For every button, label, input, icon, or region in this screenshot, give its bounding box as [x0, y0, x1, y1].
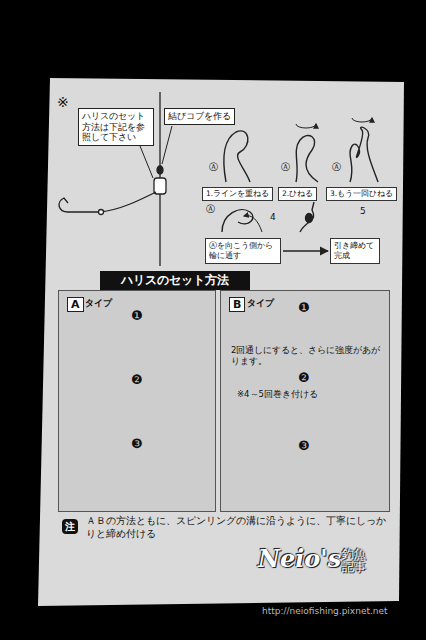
rig-illustration: [59, 92, 166, 266]
box-text: A: [67, 297, 84, 312]
rig-illustration: [100, 192, 156, 212]
knot-steps: [306, 214, 313, 223]
box-text: B: [229, 297, 245, 312]
step-box: 引き締めて完成: [330, 238, 380, 264]
watermark: 釣魚記事: [342, 548, 368, 574]
note-text: ＡＢの方法ともに、スピンリングの溝に沿うように、丁寧にしっかりと締め付ける: [86, 515, 386, 541]
step-box: Ⓐを向こう側から輪に通す: [205, 238, 281, 264]
box-text: 2.ひねる: [282, 189, 313, 199]
box-text: タイプ: [247, 296, 274, 311]
box-text: 引き締めて完成: [334, 241, 376, 261]
callout-number: ❷: [298, 370, 310, 386]
leader-line: [140, 146, 153, 178]
box-text: 1.ラインを重ねる: [206, 189, 269, 199]
knot-steps: [350, 127, 378, 182]
box-text: 3.もう一回ひねる: [330, 189, 393, 199]
rig-illustration: [154, 178, 166, 194]
callout-number: ❸: [131, 436, 143, 452]
callout-letter: Ⓐ: [206, 204, 215, 215]
step-box: 2.ひねる: [278, 187, 317, 201]
box-text: 注: [65, 520, 75, 533]
callout-letter: Ⓐ: [281, 162, 290, 173]
watermark-url: http://neiofishing.pixnet.net: [262, 606, 388, 617]
box-text: 2回通しにすると、さらに強度があがります。: [231, 345, 381, 367]
watermark: Neio's: [258, 545, 341, 574]
rig-illustration: [159, 194, 160, 266]
rig-illustration: [99, 210, 104, 215]
knot-steps: [300, 202, 314, 232]
knot-steps: [244, 216, 262, 232]
type-panel: Aタイプ: [58, 290, 216, 512]
note-mark: 注: [62, 519, 78, 534]
step-number: 5: [360, 206, 366, 217]
step-arrow: [283, 250, 328, 251]
knot-steps: [352, 118, 372, 122]
callout-number: ❶: [131, 308, 143, 324]
leader-line: [162, 126, 172, 164]
knot-steps: [296, 124, 316, 128]
callout-letter: Ⓐ: [209, 162, 218, 173]
knot-steps: [222, 210, 253, 232]
callout-box: 結びコブを作る: [164, 108, 235, 125]
step-box: 3.もう一回ひねる: [326, 187, 397, 201]
callout-box: ハリスのセット方法は下記を参照して下さい: [78, 108, 154, 146]
box-text: ハリスのセット方法は下記を参照して下さい: [82, 111, 150, 143]
callout-number: ❶: [298, 300, 310, 316]
callout-number: ❸: [298, 438, 310, 454]
type-panel: Bタイプ 2回通しにすると、さらに強度があがります。 ※4～5回巻き付ける: [220, 290, 390, 512]
step-number: 4: [270, 212, 276, 223]
note-mark: ※: [57, 94, 69, 111]
rig-illustration: [157, 166, 163, 174]
callout-letter: Ⓐ: [332, 162, 341, 173]
rig-illustration: [159, 92, 160, 178]
knot-steps: [222, 118, 378, 232]
paper-sheet: [38, 78, 404, 606]
knot-steps: [296, 135, 318, 182]
box-text: ※4～5回巻き付ける: [237, 389, 318, 400]
box-text: 結びコブを作る: [168, 111, 231, 122]
rig-illustration: [59, 198, 100, 212]
box-text: タイプ: [85, 296, 112, 311]
knot-steps: [224, 131, 250, 182]
callout-number: ❷: [131, 372, 143, 388]
box-text: Ⓐを向こう側から輪に通す: [209, 241, 277, 261]
title-band: ハリスのセット方法: [100, 271, 250, 290]
step-box: 1.ラインを重ねる: [202, 187, 273, 201]
